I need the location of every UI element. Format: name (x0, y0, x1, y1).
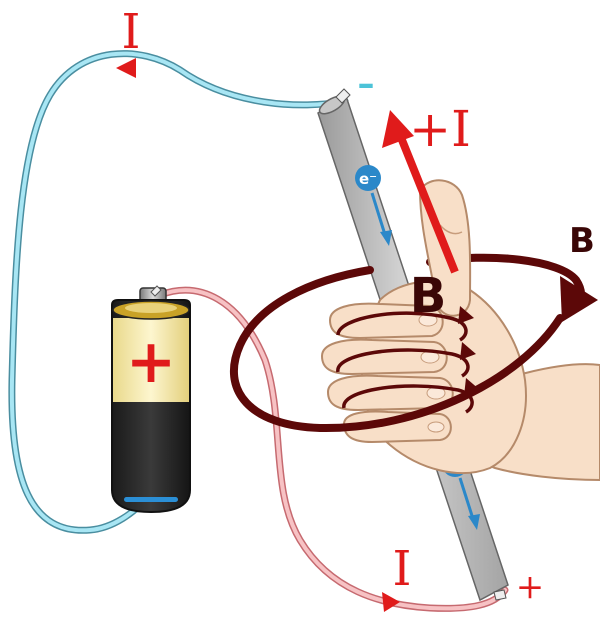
battery-plus-label: + (126, 327, 176, 397)
field-arrow-inner-2-icon (460, 342, 476, 360)
current-label-bottom: I (393, 541, 412, 597)
wire-positive (156, 286, 509, 612)
field-label-inner: B (410, 268, 447, 324)
current-label-positive: +I (409, 100, 471, 158)
field-label-outer: B (569, 221, 595, 261)
right-hand-grip-icon (320, 179, 600, 482)
battery-icon (111, 285, 191, 514)
electron-top-label: e⁻ (359, 170, 377, 188)
field-arrow-inner-1-icon (458, 306, 474, 324)
electron-top-icon (355, 165, 392, 246)
current-arrow-top-icon (116, 58, 136, 78)
current-arrow-positive-icon (382, 110, 459, 274)
current-arrow-bottom-icon (382, 592, 400, 612)
current-label-top: I (122, 4, 141, 60)
field-arrow-outer-icon (560, 276, 598, 322)
terminal-negative-label: – (358, 64, 375, 104)
field-loop-outer-front (230, 266, 564, 433)
wire-negative (8, 50, 349, 534)
field-loop-inner (336, 311, 474, 414)
terminal-positive-label: + (516, 567, 545, 607)
